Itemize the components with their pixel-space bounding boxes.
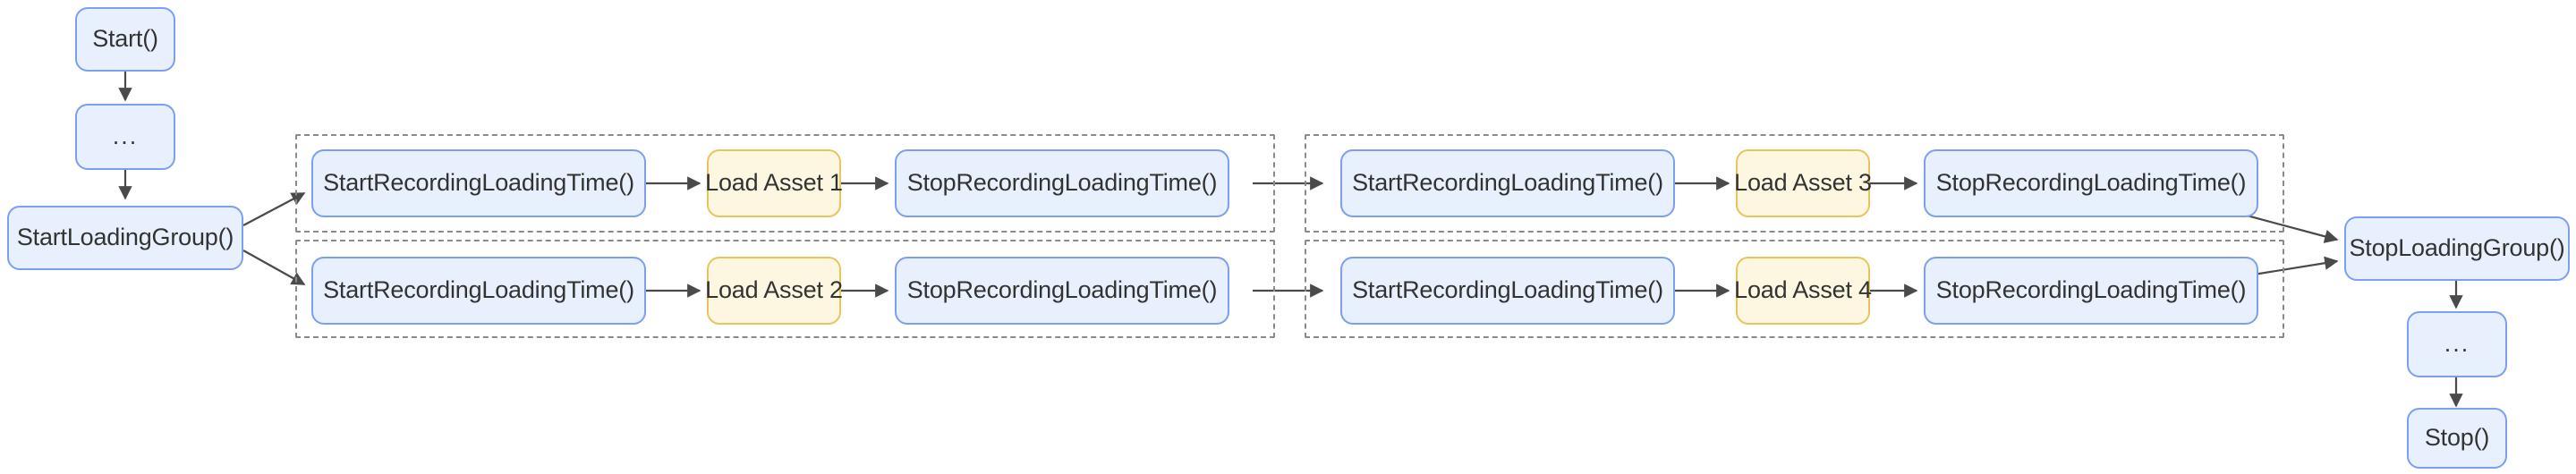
subgraph-group2-row1	[1305, 134, 2284, 233]
node-chain4-load-asset[interactable]: Load Asset 4	[1734, 257, 1872, 325]
node-chain1-start-recording[interactable]: StartRecordingLoadingTime()	[311, 149, 646, 217]
node-stop-loading-group[interactable]: StopLoadingGroup()	[2344, 216, 2570, 281]
node-chain1-stop-recording[interactable]: StopRecordingLoadingTime()	[895, 149, 1229, 217]
node-chain1-load-asset[interactable]: Load Asset 1	[705, 149, 843, 217]
node-stop[interactable]: Stop()	[2407, 408, 2507, 469]
node-start[interactable]: Start()	[75, 7, 175, 72]
node-chain4-stop-recording[interactable]: StopRecordingLoadingTime()	[1924, 257, 2258, 325]
node-chain3-stop-recording[interactable]: StopRecordingLoadingTime()	[1924, 149, 2258, 217]
node-chain2-load-asset[interactable]: Load Asset 2	[705, 257, 843, 325]
node-chain2-stop-recording[interactable]: StopRecordingLoadingTime()	[895, 257, 1229, 325]
node-chain4-start-recording[interactable]: StartRecordingLoadingTime()	[1340, 257, 1675, 325]
subgraph-group2-row2	[1305, 240, 2284, 338]
node-ellipsis-before[interactable]: ...	[75, 104, 175, 170]
node-ellipsis-after[interactable]: ...	[2407, 311, 2507, 377]
node-chain2-start-recording[interactable]: StartRecordingLoadingTime()	[311, 257, 646, 325]
node-chain3-load-asset[interactable]: Load Asset 3	[1734, 149, 1872, 217]
subgraph-group1-row1	[295, 134, 1275, 233]
node-start-loading-group[interactable]: StartLoadingGroup()	[7, 206, 243, 270]
node-chain3-start-recording[interactable]: StartRecordingLoadingTime()	[1340, 149, 1675, 217]
subgraph-group1-row2	[295, 240, 1275, 338]
